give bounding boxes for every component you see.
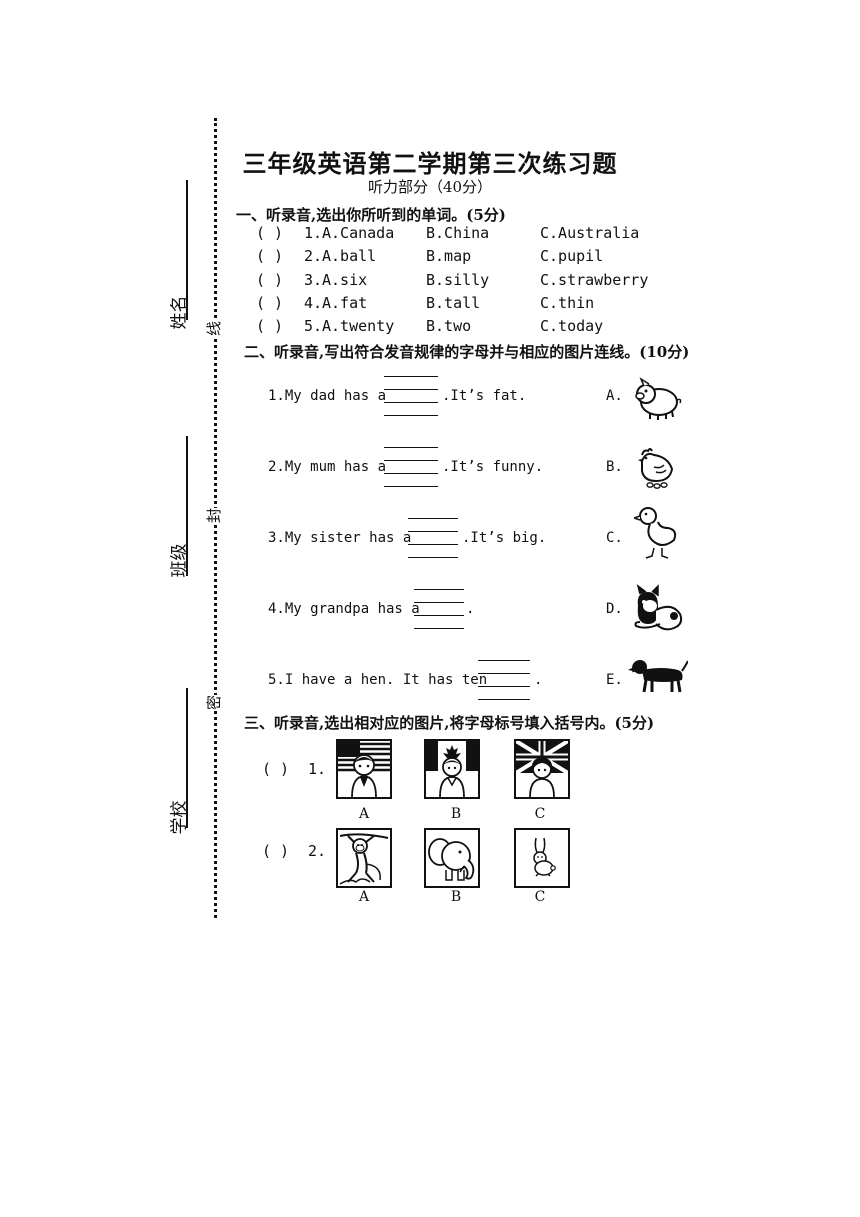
option-c: C.Australia — [540, 224, 640, 242]
writing-line — [384, 447, 438, 448]
writing-line — [408, 531, 458, 532]
sentence-after: . — [466, 601, 475, 617]
writing-line — [408, 518, 458, 519]
section3-heading: 三、听录音,选出相对应的图片,将字母标号填入括号内。(5分) — [244, 714, 655, 732]
option-b: B.map — [426, 247, 472, 265]
picture-letter: D. — [606, 601, 623, 617]
class-field[interactable] — [186, 436, 188, 576]
section1-heading: 一、听录音,选出你所听到的单词。(5分) — [236, 206, 506, 224]
elephant-icon[interactable] — [424, 828, 480, 888]
picture-letter: A. — [606, 388, 623, 404]
item-number: 2. — [304, 247, 323, 265]
item-number: 4. — [304, 294, 323, 312]
option-a: A.twenty — [322, 317, 395, 335]
writing-line — [414, 602, 464, 603]
answer-line[interactable] — [478, 686, 530, 687]
item-number: 1. — [308, 760, 327, 778]
option-c: C.today — [540, 317, 604, 335]
writing-line — [478, 660, 530, 661]
seal-char-feng: 封 — [203, 507, 225, 524]
sentence-before: 1.My dad has a — [268, 388, 387, 404]
sentence-before: 3.My sister has a — [268, 530, 412, 546]
answer-paren[interactable]: ( ) — [256, 317, 284, 335]
answer-paren[interactable]: ( ) — [256, 271, 284, 289]
option-letter: C — [534, 806, 546, 822]
answer-paren[interactable]: ( ) — [256, 247, 284, 265]
writing-line — [478, 699, 530, 700]
answer-paren[interactable]: ( ) — [256, 224, 284, 242]
writing-line — [384, 415, 438, 416]
item-number: 3. — [304, 271, 323, 289]
page-title: 三年级英语第二学期第三次练习题 — [242, 149, 618, 178]
seal-char-mi: 密 — [203, 694, 225, 711]
answer-line[interactable] — [384, 473, 438, 474]
answer-line[interactable] — [414, 615, 464, 616]
seal-char-xian: 线 — [203, 320, 225, 337]
option-letter: A — [358, 889, 370, 905]
option-a: A.fat — [322, 294, 368, 312]
page-subtitle: 听力部分（40分） — [367, 178, 493, 196]
option-letter: A — [358, 806, 370, 822]
rabbit-icon[interactable] — [514, 828, 570, 888]
option-b: B.two — [426, 317, 472, 335]
answer-paren[interactable]: ( ) — [256, 294, 284, 312]
sentence-after: . — [534, 672, 543, 688]
option-c: C.pupil — [540, 247, 604, 265]
option-letter: B — [450, 806, 462, 822]
usa-flag-girl-icon[interactable] — [336, 739, 392, 799]
sentence-after: .It’s fat. — [442, 388, 527, 404]
section2-heading: 二、听录音,写出符合发音规律的字母并与相应的图片连线。(10分) — [244, 343, 690, 361]
option-b: B.silly — [426, 271, 490, 289]
sentence-before: 5.I have a hen. It has ten — [268, 672, 488, 688]
hen-icon — [638, 448, 674, 489]
duck-icon — [634, 507, 677, 559]
sentence-after: .It’s funny. — [442, 459, 544, 475]
picture-letter: E. — [606, 672, 623, 688]
writing-line — [478, 673, 530, 674]
cat-icon — [634, 584, 683, 631]
answer-line[interactable] — [408, 544, 458, 545]
writing-line — [384, 486, 438, 487]
picture-letter: B. — [606, 459, 623, 475]
answer-line[interactable] — [384, 402, 438, 403]
monkey-icon[interactable] — [336, 828, 392, 888]
option-b: B.China — [426, 224, 490, 242]
option-c: C.thin — [540, 294, 595, 312]
answer-paren[interactable]: ( ) — [262, 842, 290, 860]
option-a: A.six — [322, 271, 368, 289]
dog-icon — [628, 660, 688, 693]
sentence-before: 4.My grandpa has a — [268, 601, 420, 617]
writing-line — [408, 557, 458, 558]
writing-line — [414, 589, 464, 590]
name-field[interactable] — [186, 180, 188, 320]
writing-line — [384, 376, 438, 377]
picture-letter: C. — [606, 530, 623, 546]
sentence-before: 2.My mum has a — [268, 459, 387, 475]
school-field[interactable] — [186, 688, 188, 828]
option-a: A.ball — [322, 247, 377, 265]
pig-icon — [635, 377, 682, 420]
option-a: A.Canada — [322, 224, 395, 242]
item-number: 2. — [308, 842, 327, 860]
sentence-after: .It’s big. — [462, 530, 547, 546]
uk-flag-girl-icon[interactable] — [514, 739, 570, 799]
item-number: 5. — [304, 317, 323, 335]
option-b: B.tall — [426, 294, 481, 312]
answer-paren[interactable]: ( ) — [262, 760, 290, 778]
writing-line — [384, 389, 438, 390]
writing-line — [384, 460, 438, 461]
option-letter: C — [534, 889, 546, 905]
writing-line — [414, 628, 464, 629]
canada-flag-boy-icon[interactable] — [424, 739, 480, 799]
option-letter: B — [450, 889, 462, 905]
option-c: C.strawberry — [540, 271, 649, 289]
item-number: 1. — [304, 224, 323, 242]
